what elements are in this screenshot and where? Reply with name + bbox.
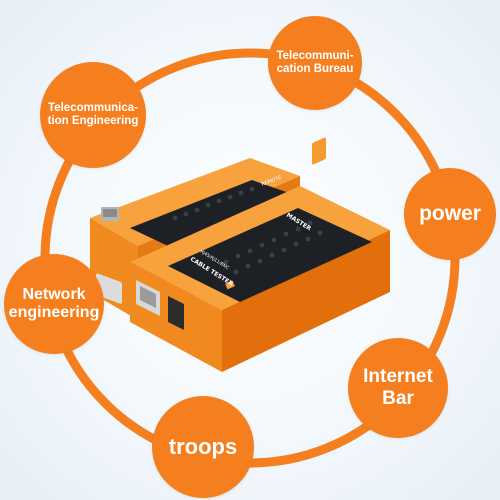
bubble-power-label: power <box>419 201 481 225</box>
bubble-network-engineering: Network engineering <box>4 254 104 354</box>
bubble-troops-label: troops <box>168 434 238 460</box>
bubble-telecommunication-bureau: Telecommuni-cation Bureau <box>268 16 362 110</box>
bubble-network-engineering-label: Network engineering <box>8 285 100 321</box>
bubble-internet-bar-label: Internet Bar <box>363 366 433 409</box>
bubble-telecommunication-engineering-label: Telecommunica-tion Engineering <box>47 101 139 127</box>
bubble-power: power <box>404 168 496 260</box>
bubble-telecommunication-bureau-label: Telecommuni-cation Bureau <box>276 49 354 75</box>
bubble-internet-bar: Internet Bar <box>348 338 448 438</box>
master-unit: CABLE TESTER RJ45/RJ11/BNC MASTER <box>130 137 390 372</box>
bubble-telecommunication-engineering: Telecommunica-tion Engineering <box>40 62 146 168</box>
bubble-troops: troops <box>152 396 254 498</box>
